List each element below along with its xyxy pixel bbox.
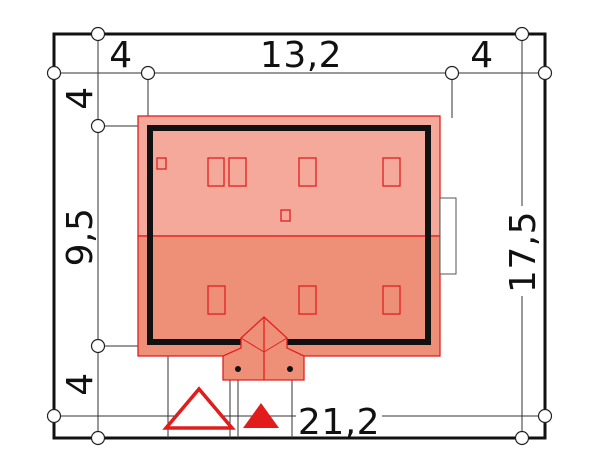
side-annex (439, 197, 457, 275)
dimension-nodes (46, 26, 553, 446)
roof-window (280, 209, 291, 222)
driveway-entrance-arrow (162, 386, 236, 430)
post-left (235, 366, 241, 372)
dim-top-right-setback: 4 (470, 35, 493, 76)
dim-left-top-setback: 4 (60, 86, 101, 109)
dim-right-total-depth: 17,5 (503, 211, 544, 293)
dim-top-left-setback: 4 (109, 35, 132, 76)
dim-left-depth: 9,5 (60, 208, 101, 267)
roof-window (298, 157, 317, 187)
house-roof (137, 115, 457, 381)
roof-upper-slope (137, 115, 441, 237)
roof-window (298, 285, 317, 315)
roof-window (207, 157, 225, 187)
dim-left-bottom-setback: 4 (60, 372, 101, 395)
roof-window (228, 157, 247, 187)
roof-window (156, 157, 167, 170)
dim-bottom-total-width: 21,2 (298, 402, 380, 443)
dim-top-width: 13,2 (260, 35, 342, 76)
house-walls (147, 125, 431, 345)
plot-boundary (52, 32, 547, 440)
roof-window (382, 285, 401, 315)
roof-window (207, 285, 226, 315)
roof-window (382, 157, 401, 187)
roof-lower-slope (137, 235, 441, 357)
post-right (287, 366, 293, 372)
house-entrance-arrow (243, 403, 279, 428)
